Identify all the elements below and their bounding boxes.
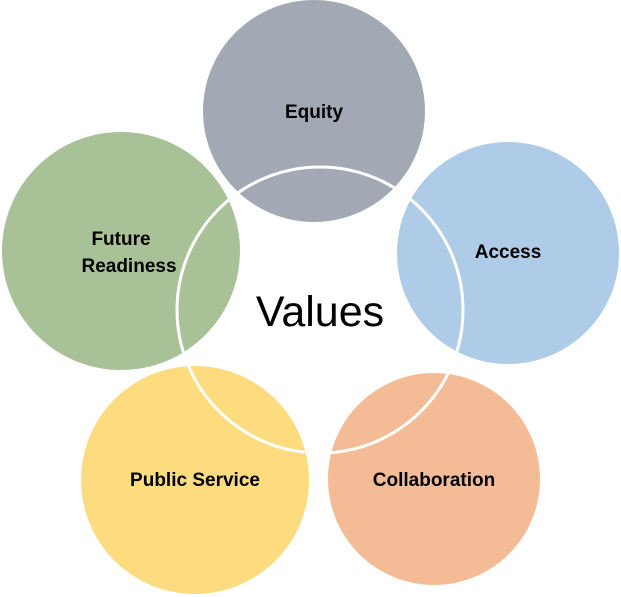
future-readiness-circle [2,132,240,370]
collaboration-label: Collaboration [373,470,495,491]
public-service-label: Public Service [130,470,260,491]
access-circle [397,142,619,364]
equity-label: Equity [285,102,343,123]
future-readiness-label-line1: Future [91,229,150,250]
public-service-circle [81,366,309,594]
access-label: Access [475,242,542,263]
future-readiness-label-line2: Readiness [81,256,176,277]
center-title: Values [256,288,384,336]
collaboration-circle [328,373,540,585]
equity-circle [203,0,425,222]
